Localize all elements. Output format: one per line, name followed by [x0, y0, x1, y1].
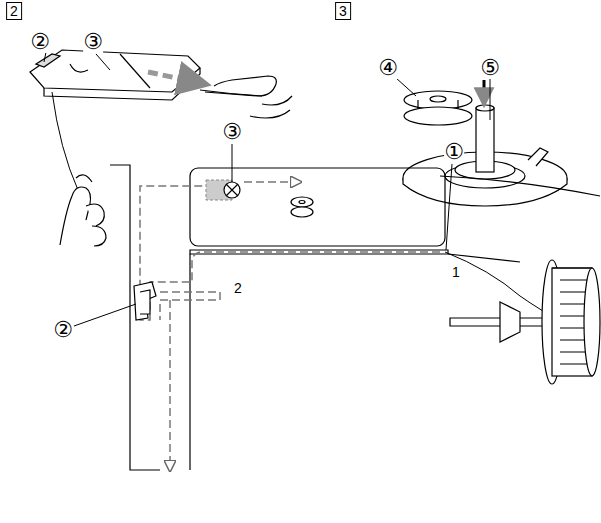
- thread: [200, 90, 262, 96]
- down-arrow: [483, 80, 486, 104]
- thread-guide: [134, 282, 156, 320]
- thread-path: [160, 292, 220, 470]
- pull-arrow: [148, 72, 205, 84]
- bobbin: [404, 91, 472, 125]
- callout-number: ①: [444, 141, 464, 163]
- leader-line: [446, 164, 452, 250]
- callout-number: ②: [53, 319, 73, 341]
- callout-number: ③: [222, 121, 242, 143]
- step-number: 2: [6, 2, 22, 20]
- thread-path: [244, 181, 300, 183]
- callout-number: ②: [30, 31, 50, 53]
- small-bobbin: [291, 197, 313, 217]
- machine-outline: [110, 165, 600, 470]
- path-number: 1: [452, 265, 460, 279]
- leader-line: [490, 78, 491, 120]
- path-number: 2: [234, 281, 242, 295]
- spool-pin: [450, 302, 545, 342]
- bobbin-winder: [403, 105, 567, 206]
- leader-line: [232, 144, 233, 182]
- callout-number: ③: [83, 31, 103, 53]
- thread: [52, 92, 78, 190]
- screw-symbol: [224, 182, 240, 198]
- leader-line: [96, 54, 110, 70]
- leader-line: [396, 78, 416, 96]
- thread-spool: [542, 260, 600, 384]
- leader-line: [74, 304, 136, 326]
- callout-number: ⑤: [480, 57, 500, 79]
- step-number: 3: [335, 2, 351, 20]
- left-hand: [60, 175, 106, 246]
- thread-guide-plate: [30, 50, 200, 100]
- right-hand: [205, 76, 292, 118]
- callout-number: ④: [378, 57, 398, 79]
- leader-line: [44, 52, 46, 62]
